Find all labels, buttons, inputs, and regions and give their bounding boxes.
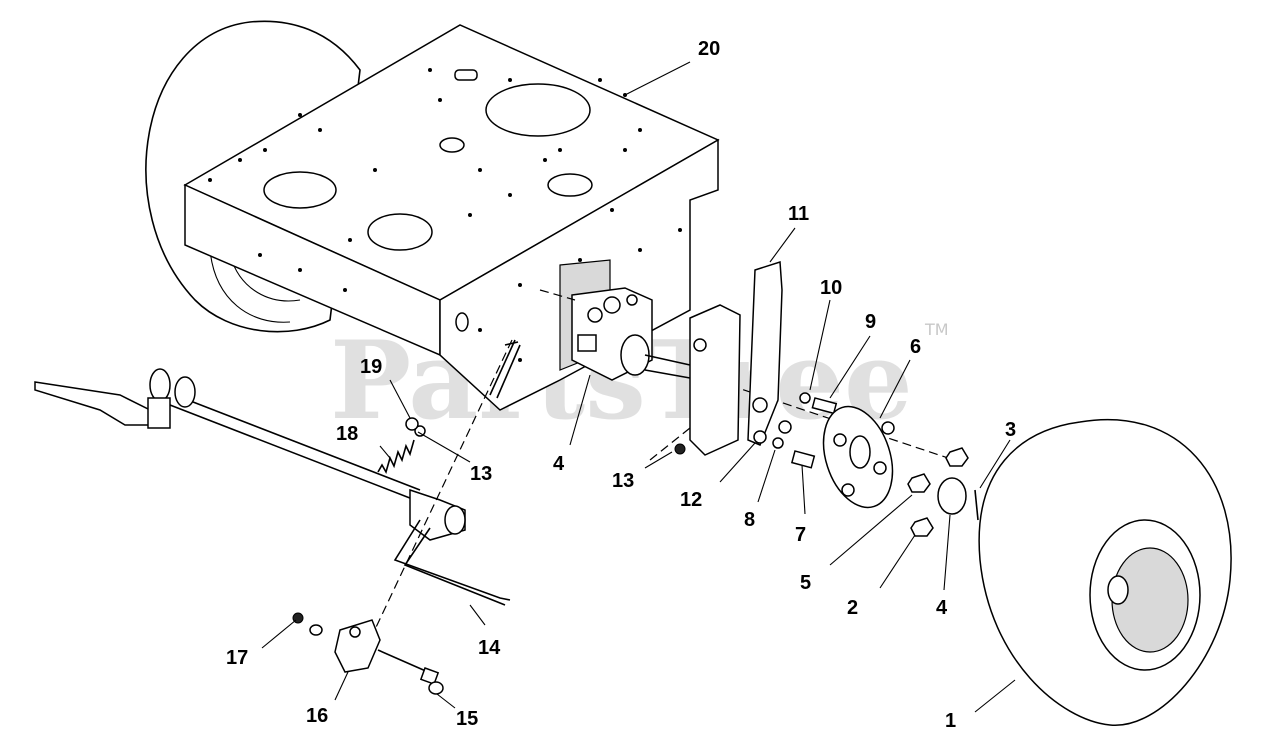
wheel-hub [822, 405, 895, 509]
callout-6: 6 [910, 336, 921, 358]
callout-12: 12 [680, 489, 702, 511]
callout-20: 20 [698, 38, 720, 60]
gearbox-assembly [559, 259, 691, 381]
watermark-trademark: TM [924, 320, 949, 339]
callout-labels: 20 11 10 9 6 3 19 18 13 4 13 12 8 7 5 2 … [226, 38, 1016, 732]
callout-4-hub: 4 [936, 597, 948, 619]
callout-14: 14 [478, 637, 501, 659]
callout-1: 1 [945, 710, 956, 732]
callout-18: 18 [336, 423, 358, 445]
leader-lines [261, 61, 1016, 713]
callout-11: 11 [788, 203, 809, 225]
callout-2: 2 [847, 597, 858, 619]
callout-8: 8 [744, 509, 755, 531]
callout-13-lower: 13 [612, 470, 634, 492]
callout-17: 17 [226, 647, 248, 669]
callout-16: 16 [306, 705, 328, 727]
callout-5: 5 [800, 572, 811, 594]
callout-15: 15 [456, 708, 478, 730]
callout-7: 7 [795, 524, 806, 546]
callout-19: 19 [360, 356, 382, 378]
callout-13-upper: 13 [470, 463, 492, 485]
hardware-bolts [414, 392, 838, 469]
front-tire [978, 418, 1232, 726]
callout-9: 9 [865, 311, 876, 333]
axle-bracket [689, 260, 792, 456]
brake-linkage [34, 368, 511, 606]
lug-nuts [907, 447, 979, 537]
callout-3: 3 [1005, 419, 1016, 441]
callout-4-gearbox: 4 [553, 453, 565, 475]
callout-10: 10 [820, 277, 842, 299]
clamp-assembly [292, 612, 444, 695]
